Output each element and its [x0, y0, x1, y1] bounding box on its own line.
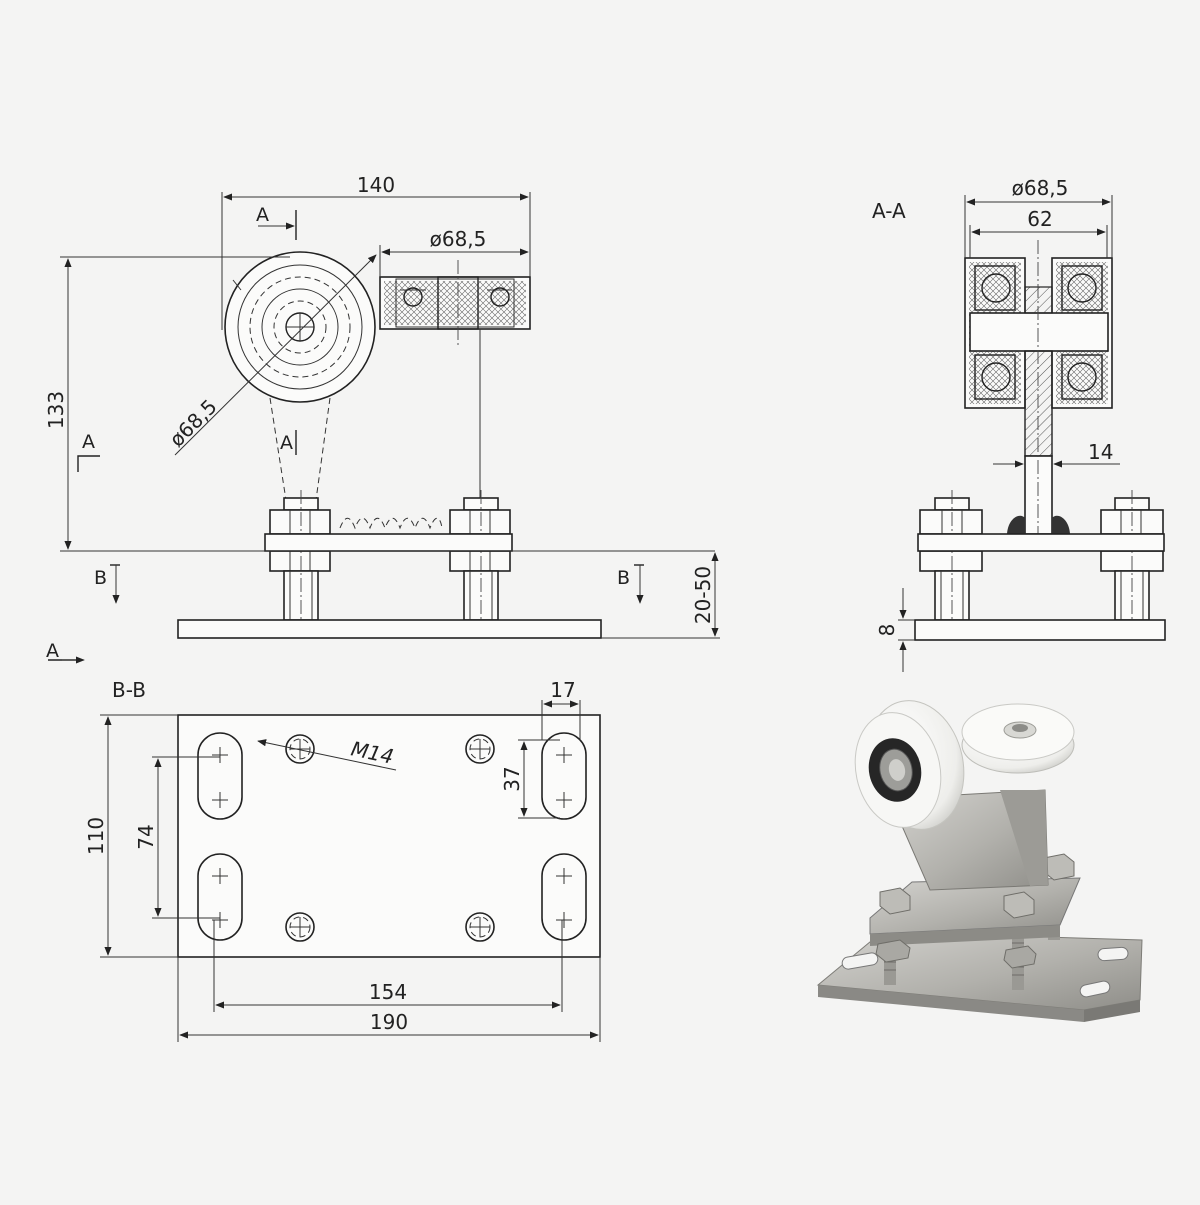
- dim-slot-width-label: 17: [550, 678, 575, 702]
- section-aa: A-A: [872, 176, 1166, 672]
- slots: [197, 732, 587, 941]
- front-view: 140 ø68,5 ø68,5 133 20-50 A: [44, 173, 720, 664]
- product-render: [816, 700, 1143, 1022]
- dim-wheel-diameter-top: ø68,5: [379, 227, 529, 277]
- dim-adjust-label: 20-50: [691, 566, 715, 624]
- dim-width-140: 140: [221, 173, 531, 330]
- section-aa-outer-diameter: ø68,5: [1012, 176, 1069, 200]
- section-markers-front: A A A A B B: [46, 204, 644, 664]
- wheel-face: [224, 251, 376, 403]
- section-mark-a-left: A: [82, 431, 95, 453]
- section-mark-a-bottom: A: [46, 640, 59, 662]
- base-plate: [177, 619, 602, 639]
- top-plate: [264, 533, 513, 552]
- front-bolts: [269, 490, 511, 625]
- dim-wheel-diameter-top-label: ø68,5: [430, 227, 487, 251]
- section-mark-a-top: A: [256, 204, 269, 226]
- dim-wheel-diameter-angled-label: ø68,5: [165, 394, 222, 451]
- wheel-side: [379, 260, 531, 500]
- threaded-holes: [285, 734, 495, 942]
- dim-width-label: 140: [357, 173, 395, 197]
- dim-height-label: 133: [44, 391, 68, 429]
- dim-height-133: 133: [44, 256, 715, 552]
- plate-outline: [177, 714, 601, 958]
- section-aa-plate-thickness: 8: [875, 624, 899, 637]
- dim-slot-length-label: 37: [500, 766, 524, 791]
- section-mark-b-right: B: [617, 567, 630, 589]
- section-bb-title: B-B: [112, 678, 146, 702]
- section-aa-post-width: 14: [1088, 440, 1113, 464]
- dim-adjust-20-50: 20-50: [601, 552, 720, 639]
- dim-slot-spacing-h-label: 154: [369, 980, 407, 1004]
- section-aa-inner-width: 62: [1027, 207, 1052, 231]
- section-mark-b-left: B: [94, 567, 107, 589]
- section-aa-title: A-A: [872, 199, 906, 223]
- dim-slot-spacing-v-label: 74: [134, 824, 158, 849]
- dim-plate-height-label: 110: [84, 817, 108, 855]
- section-mark-a-mid: A: [280, 432, 293, 454]
- dim-plate-width-label: 190: [370, 1010, 408, 1034]
- section-bb: B-B M14 17: [84, 678, 601, 1042]
